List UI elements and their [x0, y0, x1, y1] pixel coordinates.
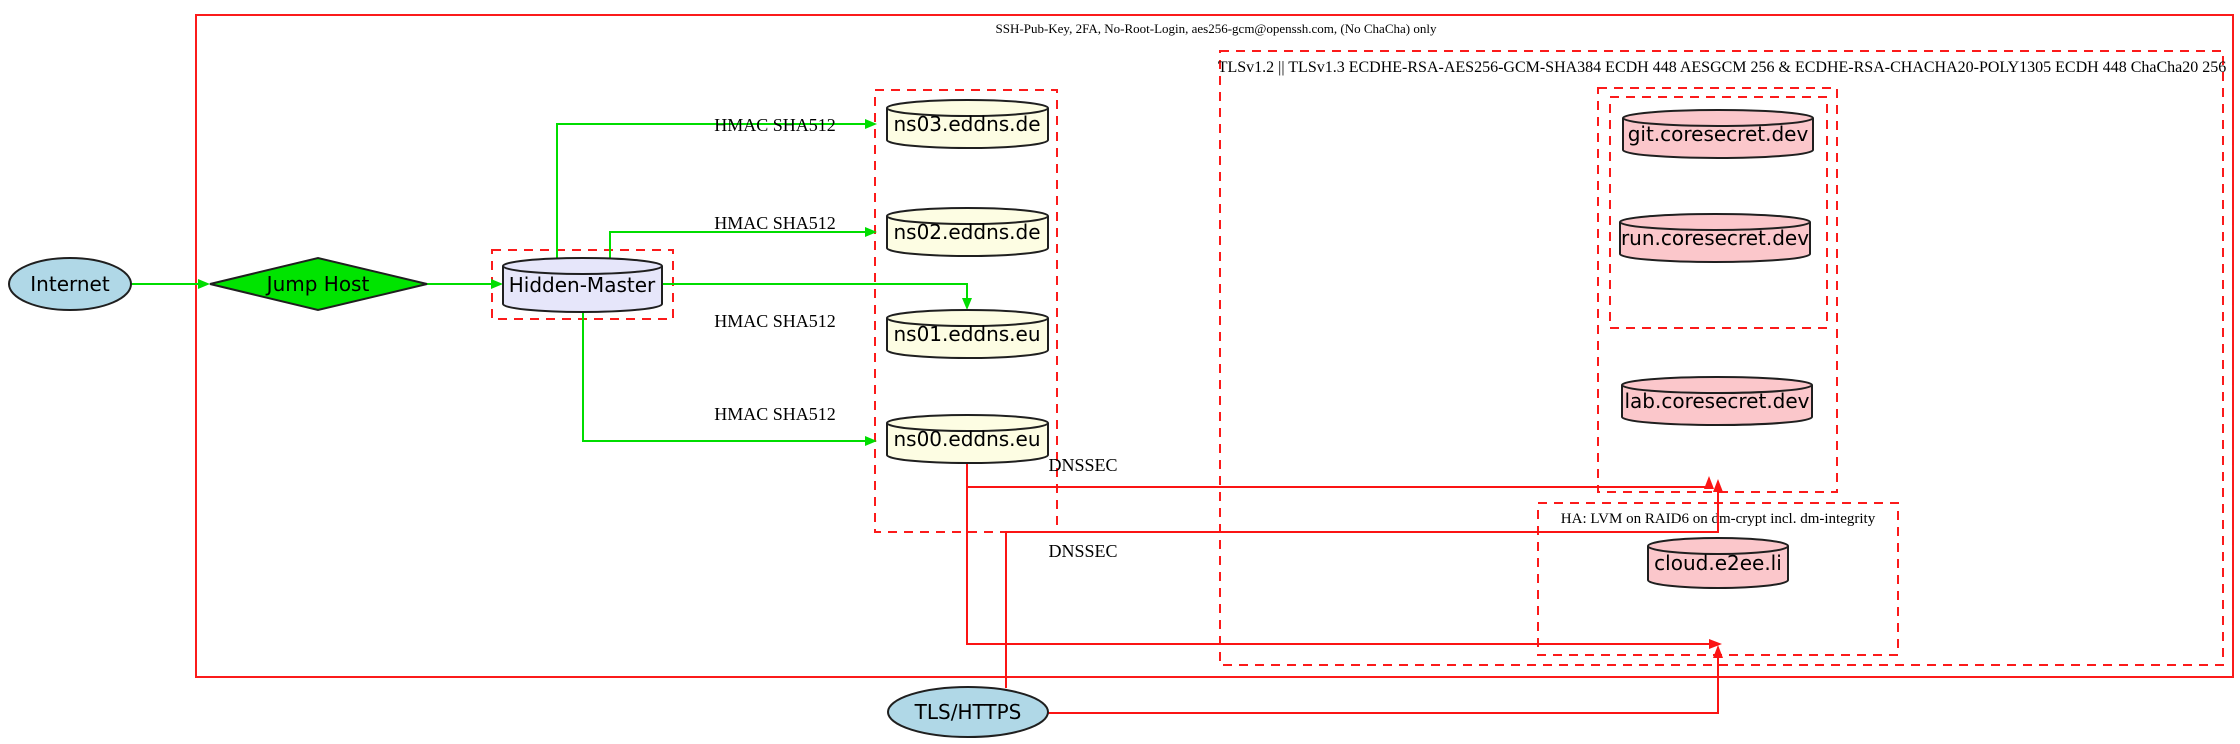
run-cylinder [1619, 213, 1811, 263]
hidden-master-label: Hidden-Master [509, 273, 656, 297]
ns03-cylinder-lid [886, 107, 1049, 117]
git-cylinder [1622, 109, 1814, 159]
ns00-label: ns00.eddns.eu [893, 427, 1040, 451]
cloud-cylinder [1647, 537, 1789, 589]
dnssec-label-2: DNSSEC [1048, 541, 1117, 561]
internet-ellipse [8, 257, 132, 311]
ns00-cylinder-lid [886, 422, 1049, 432]
ns03-cylinder [886, 99, 1049, 149]
ns01-node: ns01.eddns.eu [886, 309, 1049, 359]
ns03-node: ns03.eddns.de [886, 99, 1049, 149]
ns02-cylinder-lid [886, 215, 1049, 225]
tls-https-node: TLS/HTTPS [887, 686, 1049, 738]
run-label: run.coresecret.dev [1621, 226, 1809, 250]
coresecret-outer-cluster-box [1597, 87, 1838, 493]
tls-https-label: TLS/HTTPS [914, 700, 1022, 724]
internet-node: Internet [8, 257, 132, 311]
edge-tlshttps-to-coresecret [1005, 491, 1719, 688]
jump-host-diamond [209, 256, 428, 312]
ns00-cylinder [886, 414, 1049, 464]
ssh-cluster-box [195, 14, 2234, 678]
tls-cluster-box [1219, 50, 2224, 666]
hidden-master-node: Hidden-Master [502, 257, 663, 313]
ssh-cluster-label: SSH-Pub-Key, 2FA, No-Root-Login, aes256-… [996, 21, 1437, 36]
edge-tlshttps-to-ha [1047, 657, 1719, 714]
dnssec-label-1: DNSSEC [1048, 455, 1117, 475]
arrowhead-hiddenmaster-to-ns00 [865, 436, 877, 446]
lab-label: lab.coresecret.dev [1624, 389, 1809, 413]
arrowhead-tlshttps-to-coresecret [1713, 479, 1723, 492]
hidden-master-cylinder-lid [502, 265, 663, 275]
hidden-master-cylinder [502, 257, 663, 313]
hmac-label-ns02: HMAC SHA512 [714, 213, 836, 233]
cloud-cylinder-lid [1647, 545, 1789, 555]
arrowhead-ns00-to-coresecret [1704, 476, 1714, 489]
hmac-label-ns01: HMAC SHA512 [714, 311, 836, 331]
edge-hiddenmaster-to-ns02 [609, 231, 866, 261]
jump-host-node: Jump Host [209, 256, 428, 312]
cloud-label: cloud.e2ee.li [1654, 551, 1782, 575]
lab-cylinder-lid [1621, 384, 1813, 394]
arrowhead-tlshttps-to-ha [1713, 645, 1723, 658]
lab-node: lab.coresecret.dev [1621, 376, 1813, 426]
git-cylinder-lid [1622, 117, 1814, 127]
arrowhead-hiddenmaster-to-ns03 [865, 119, 877, 129]
arrowhead-jumphost-to-hiddenmaster [491, 279, 503, 289]
edge-hiddenmaster-to-ns00 [582, 309, 866, 442]
hmac-label-ns03: HMAC SHA512 [714, 115, 836, 135]
ns01-cylinder-lid [886, 317, 1049, 327]
git-node: git.coresecret.dev [1622, 109, 1814, 159]
edge-hiddenmaster-to-ns03 [556, 123, 866, 261]
lab-cylinder [1621, 376, 1813, 426]
edge-hiddenmaster-to-ns01 [662, 283, 968, 299]
arrowhead-hiddenmaster-to-ns02 [865, 227, 877, 237]
arrowhead-ns00-to-ha [1709, 639, 1722, 649]
tls-cluster-label: TLSv1.2 || TLSv1.3 ECDHE-RSA-AES256-GCM-… [1218, 59, 2227, 76]
edge-ns00-to-ha [966, 463, 1710, 645]
internet-label: Internet [30, 272, 110, 296]
run-cylinder-lid [1619, 221, 1811, 231]
git-label: git.coresecret.dev [1628, 122, 1809, 146]
tls-https-ellipse [887, 686, 1049, 738]
run-node: run.coresecret.dev [1619, 213, 1811, 263]
arrowhead-internet-to-jumphost [198, 279, 210, 289]
ns-cluster-box [874, 89, 1058, 533]
arrowhead-hiddenmaster-to-ns01 [962, 298, 972, 310]
ns01-cylinder [886, 309, 1049, 359]
cloud-node: cloud.e2ee.li [1647, 537, 1789, 589]
ns03-label: ns03.eddns.de [893, 112, 1040, 136]
ns00-node: ns00.eddns.eu [886, 414, 1049, 464]
ns02-cylinder [886, 207, 1049, 257]
ns01-label: ns01.eddns.eu [893, 322, 1040, 346]
ns02-node: ns02.eddns.de [886, 207, 1049, 257]
jump-host-label: Jump Host [265, 272, 370, 296]
hmac-label-ns00: HMAC SHA512 [714, 404, 836, 424]
ns02-label: ns02.eddns.de [893, 220, 1040, 244]
